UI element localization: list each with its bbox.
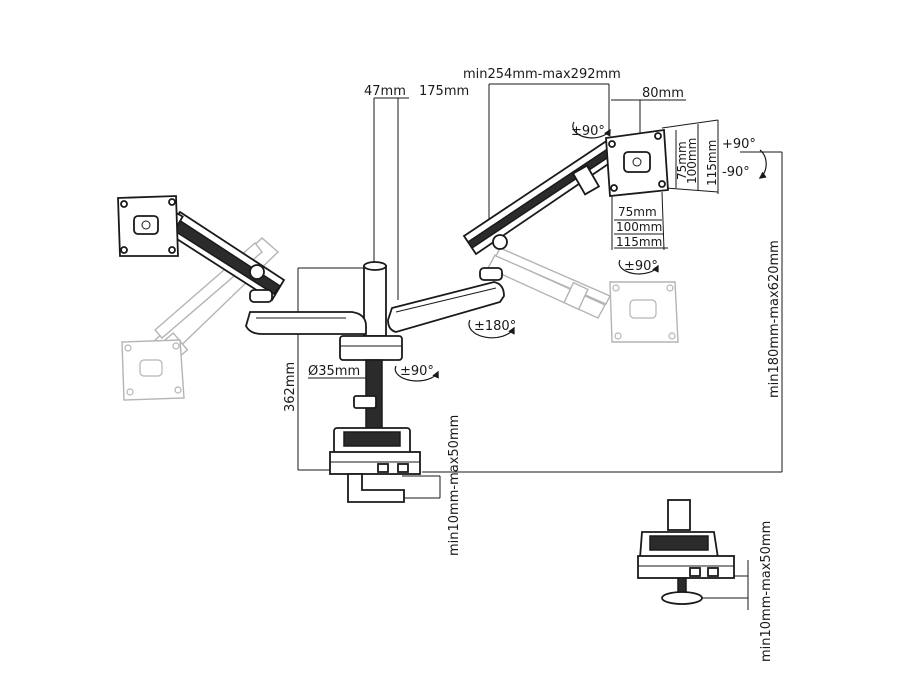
right-monitor-plate <box>605 128 669 197</box>
right-upper-arm <box>462 138 622 256</box>
label-plate-offset: 80mm <box>642 86 684 101</box>
label-pole-diameter: Ø35mm <box>308 364 360 379</box>
label-pole-offset: 47mm <box>364 84 406 99</box>
label-arm-rotation: ±180° <box>474 319 516 334</box>
rotation-arcs <box>394 121 767 382</box>
label-clamp-detail: min10mm-max50mm <box>759 521 774 662</box>
label-clamp-main: min10mm-max50mm <box>447 415 462 556</box>
label-vesa-h115: 115mm <box>616 235 662 249</box>
label-base-rotation: ±90° <box>400 364 434 379</box>
label-pole-height: 362mm <box>283 362 298 412</box>
ghost-right-monitor-plate <box>609 281 679 343</box>
left-monitor-plate <box>117 195 179 257</box>
label-vesa-h100: 100mm <box>616 220 662 234</box>
label-vesa-h75: 75mm <box>618 205 657 219</box>
rotation-labels: ±90° +90° -90° ±90° ±180° ±90° <box>400 124 756 379</box>
label-plate-rotation: ±90° <box>571 124 605 139</box>
dimension-labels: min254mm-max292mm 47mm 175mm 80mm Ø35mm … <box>283 67 782 662</box>
label-arm-offset: 175mm <box>419 84 469 99</box>
right-lower-arm <box>387 267 505 333</box>
left-lower-arm <box>245 311 367 335</box>
label-tilt-up: +90° <box>722 137 756 152</box>
ghost-right-arm <box>487 247 611 319</box>
ghost-left-monitor-plate <box>121 339 185 401</box>
clamp-detail <box>637 499 735 605</box>
label-vesa-v100: 100mm <box>685 138 699 184</box>
label-tilt-down: -90° <box>722 165 750 180</box>
label-vesa-v75: 75mm <box>675 141 689 180</box>
label-top-span: min254mm-max292mm <box>463 67 621 82</box>
label-vesa-v115: 115mm <box>705 140 719 186</box>
label-swivel-lower: ±90° <box>624 259 658 274</box>
pole-assembly <box>329 261 421 503</box>
label-height-range: min180mm-max620mm <box>767 240 782 398</box>
